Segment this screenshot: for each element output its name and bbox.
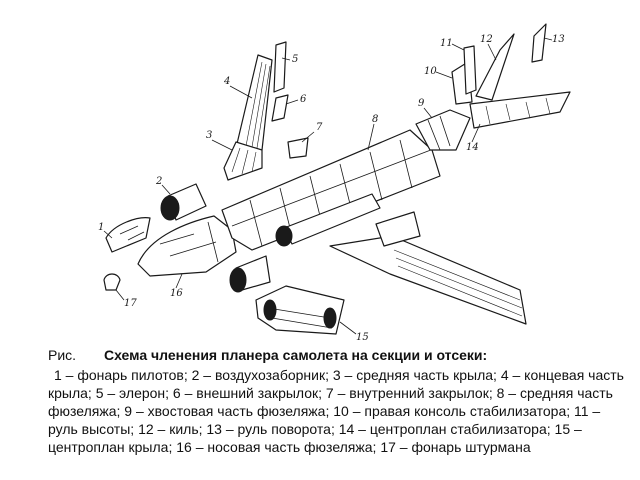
fin (475, 33, 515, 101)
air-intake (160, 183, 207, 221)
stabilizer-center-section (469, 91, 571, 129)
callout-10: 10 (424, 66, 437, 77)
middle-fuselage (221, 129, 441, 251)
caption-legend: 1 – фонарь пилотов; 2 – воздухозаборник;… (48, 367, 624, 455)
callout-8: 8 (372, 114, 378, 125)
elevator (463, 45, 477, 95)
nose-section (137, 215, 237, 277)
tail-fuselage (415, 109, 471, 151)
callout-1: 1 (98, 222, 104, 233)
callout-labels: 1 2 3 4 5 6 7 8 9 10 11 12 13 14 15 16 1… (98, 34, 565, 340)
callout-3: 3 (206, 130, 212, 141)
callout-14: 14 (466, 142, 479, 153)
caption-title-line: Рис. Схема членения планера самолета на с… (48, 346, 633, 364)
callout-17: 17 (124, 298, 137, 309)
callout-15: 15 (356, 332, 369, 340)
callout-6: 6 (300, 94, 307, 105)
pilot-canopy (105, 217, 151, 253)
navigator-canopy (103, 273, 121, 291)
figure-caption: Рис. Схема членения планера самолета на с… (48, 346, 633, 456)
engine-intake (229, 255, 271, 293)
callout-7: 7 (316, 122, 323, 133)
wing-center-part (223, 141, 263, 181)
engine-nacelle (275, 193, 381, 247)
rudder (531, 23, 547, 63)
callout-13: 13 (552, 34, 565, 45)
caption-prefix: Рис. (48, 347, 77, 363)
caption-title: Схема членения планера самолета на секци… (104, 347, 488, 363)
inner-flap (287, 137, 309, 159)
outer-flap (271, 94, 289, 122)
outer-wing-section (235, 54, 273, 151)
exploded-airframe-diagram: 1 2 3 4 5 6 7 8 9 10 11 12 13 14 15 16 1… (98, 23, 571, 340)
callout-4: 4 (223, 76, 230, 87)
callout-2: 2 (155, 176, 162, 187)
callout-5: 5 (292, 54, 298, 65)
right-wing (329, 211, 527, 325)
aileron (273, 41, 287, 93)
wing-center-section (255, 285, 345, 335)
callout-11: 11 (440, 38, 453, 49)
callout-12: 12 (480, 34, 493, 45)
callout-9: 9 (418, 98, 425, 109)
callout-16: 16 (170, 288, 183, 299)
